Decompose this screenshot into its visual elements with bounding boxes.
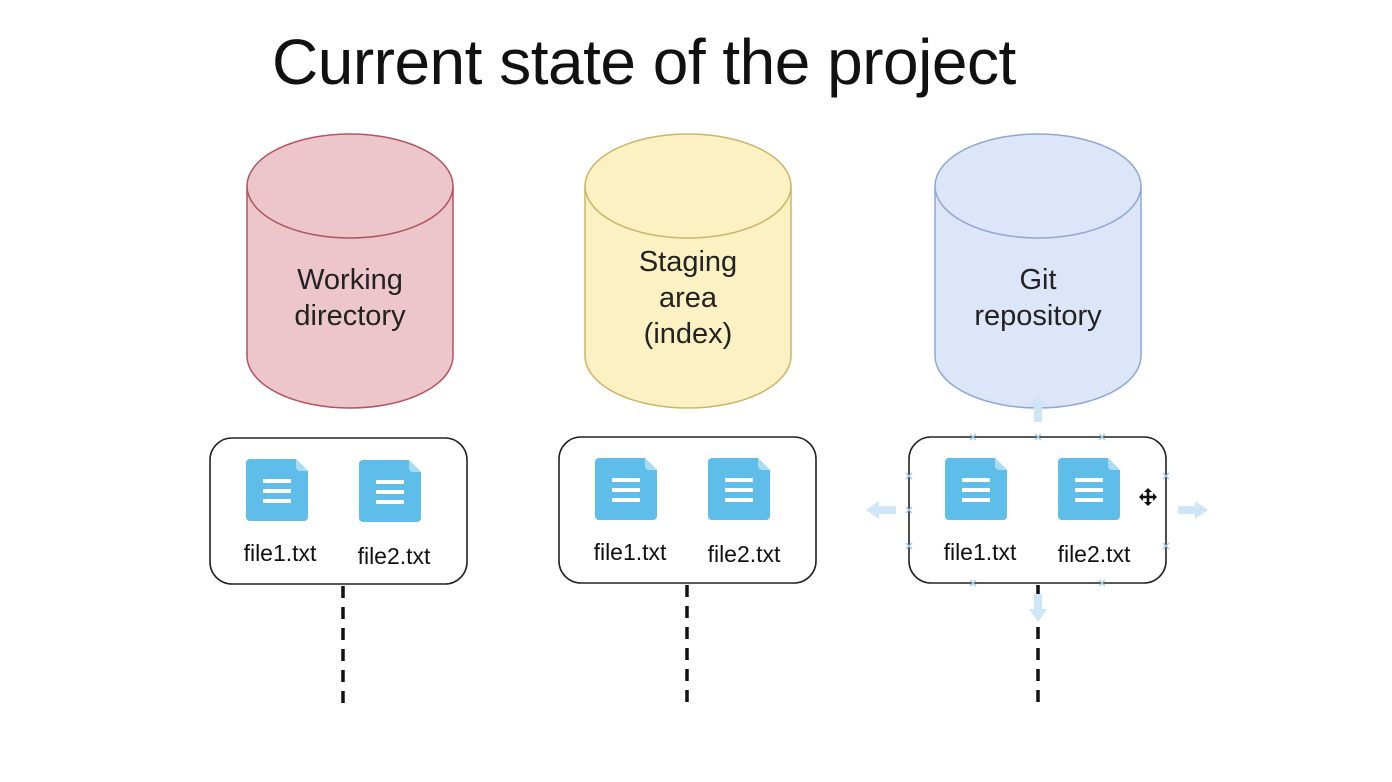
file-label: file2.txt — [357, 543, 431, 569]
page-title: Current state of the project — [272, 26, 1016, 98]
git-repository-label: Git repository — [928, 262, 1148, 334]
staging-area-label-line: (index) — [643, 318, 733, 350]
file-label: file1.txt — [593, 539, 667, 565]
document-icon — [945, 458, 1007, 520]
document-icon — [1058, 458, 1120, 520]
document-icon — [246, 459, 308, 521]
working-directory-label: Working directory — [240, 262, 460, 334]
working-directory-cylinder[interactable] — [246, 133, 454, 409]
staging-area-cylinder-top — [584, 133, 792, 239]
document-icon — [595, 458, 657, 520]
git-repository-label-line: Git — [1019, 264, 1057, 296]
resize-arrow-icon[interactable] — [1029, 394, 1047, 422]
working-directory-label-line: directory — [294, 300, 406, 332]
file-label: file2.txt — [1057, 541, 1131, 567]
file-label: file2.txt — [707, 541, 781, 567]
selection-handles[interactable] — [905, 433, 1170, 587]
staging-area-label-line: Staging — [638, 246, 738, 278]
file-label: file1.txt — [243, 540, 317, 566]
staging-area-label-line: area — [658, 282, 718, 314]
git-repository-cylinder-top — [934, 133, 1142, 239]
file-label: file1.txt — [943, 539, 1017, 565]
document-icon — [708, 458, 770, 520]
staging-area-label: Staging area (index) — [578, 244, 798, 352]
resize-arrow-icon[interactable] — [1029, 594, 1047, 622]
working-directory-label-line: Working — [297, 264, 403, 296]
move-cursor-icon — [1139, 488, 1157, 506]
git-repository-label-line: repository — [974, 300, 1102, 332]
staging-area-cylinder[interactable] — [584, 133, 792, 409]
document-icon — [359, 460, 421, 522]
resize-arrow-icon[interactable] — [1178, 501, 1208, 519]
staging-area-cylinder-body — [584, 186, 792, 409]
working-directory-cylinder-top — [246, 133, 454, 239]
resize-arrow-icon[interactable] — [866, 501, 896, 519]
working-directory-cylinder-body — [246, 186, 454, 409]
